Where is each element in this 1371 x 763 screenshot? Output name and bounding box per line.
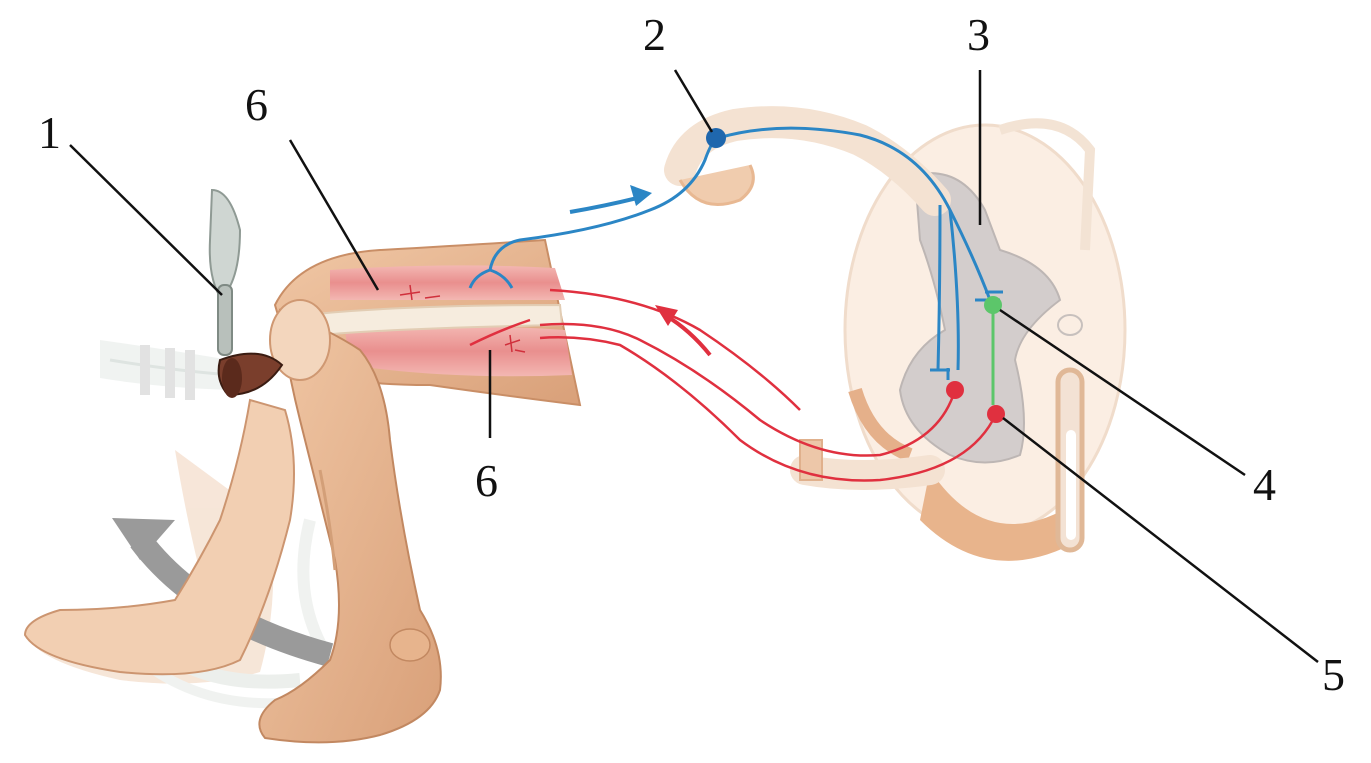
label-2-ganglion: 2	[643, 12, 666, 58]
label-6-muscle-top: 6	[245, 82, 268, 128]
sensory-ganglion-cell	[706, 128, 726, 148]
label-6-muscle-bottom: 6	[475, 458, 498, 504]
label-5-motor-neuron: 5	[1322, 652, 1345, 698]
sensory-direction-arrow	[570, 196, 645, 212]
label-1-hammer: 1	[38, 110, 61, 156]
spinal-cord-section	[845, 123, 1125, 560]
hamstring-muscle	[345, 326, 572, 376]
sensory-direction-arrowhead	[630, 185, 652, 206]
motor-neuron-cell-a	[946, 381, 964, 399]
label-3-gray-matter: 3	[967, 12, 990, 58]
raised-leg-ghost	[100, 340, 232, 400]
motor-neuron-cell-b	[987, 405, 1005, 423]
motor-direction-arrow	[665, 315, 710, 355]
label-4-interneuron: 4	[1253, 462, 1276, 508]
